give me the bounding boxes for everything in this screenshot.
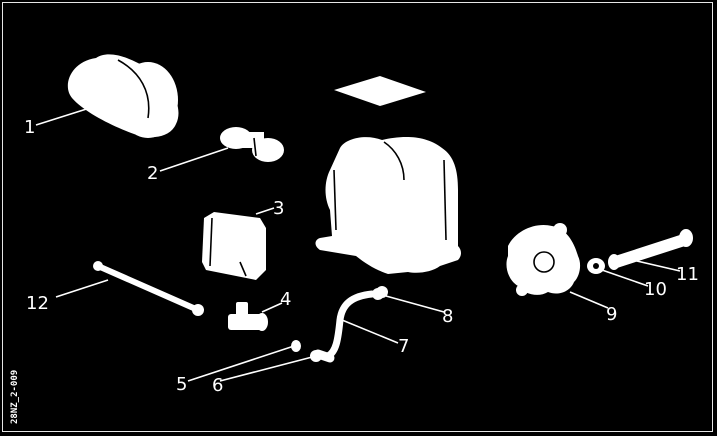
leader-11 — [623, 257, 681, 272]
callout-5: 5 — [176, 374, 187, 395]
part-3-block — [202, 212, 266, 280]
document-code: 28NZ_2-009 — [10, 370, 20, 424]
gasket-plate — [334, 76, 426, 106]
part-4-elbow-fitting — [228, 302, 268, 331]
callout-2: 2 — [147, 163, 158, 184]
leader-6 — [219, 355, 317, 382]
part-5-washer — [291, 340, 301, 352]
leader-12 — [55, 279, 109, 298]
leader-2 — [159, 147, 229, 172]
callout-7: 7 — [398, 336, 409, 357]
callout-9: 9 — [606, 304, 617, 325]
callout-12: 12 — [26, 293, 49, 314]
leader-10 — [601, 269, 649, 287]
leader-1 — [35, 105, 97, 126]
callout-3: 3 — [273, 198, 284, 219]
callout-8: 8 — [442, 306, 453, 327]
callout-6: 6 — [212, 375, 223, 396]
part-12-rod — [93, 261, 204, 316]
leader-8 — [385, 295, 445, 313]
leader-9 — [569, 291, 609, 309]
callout-10: 10 — [644, 279, 667, 300]
part-10-seal-ring — [587, 258, 605, 274]
main-housing — [315, 137, 461, 274]
leader-lines — [35, 105, 681, 382]
diagram-border — [2, 2, 713, 432]
part-1-cylinder-housing — [67, 54, 179, 138]
callout-1: 1 — [24, 117, 35, 138]
callout-4: 4 — [280, 289, 291, 310]
leader-3 — [255, 207, 275, 215]
part-2-coupling — [220, 127, 284, 162]
callout-11: 11 — [676, 264, 699, 285]
leader-4 — [261, 302, 283, 313]
part-8-nut — [376, 286, 388, 298]
leader-7 — [341, 319, 399, 344]
leader-5 — [187, 345, 295, 382]
callout-labels: 1 2 3 4 5 6 7 8 9 10 11 12 — [24, 117, 699, 396]
part-9-pump — [506, 223, 581, 296]
